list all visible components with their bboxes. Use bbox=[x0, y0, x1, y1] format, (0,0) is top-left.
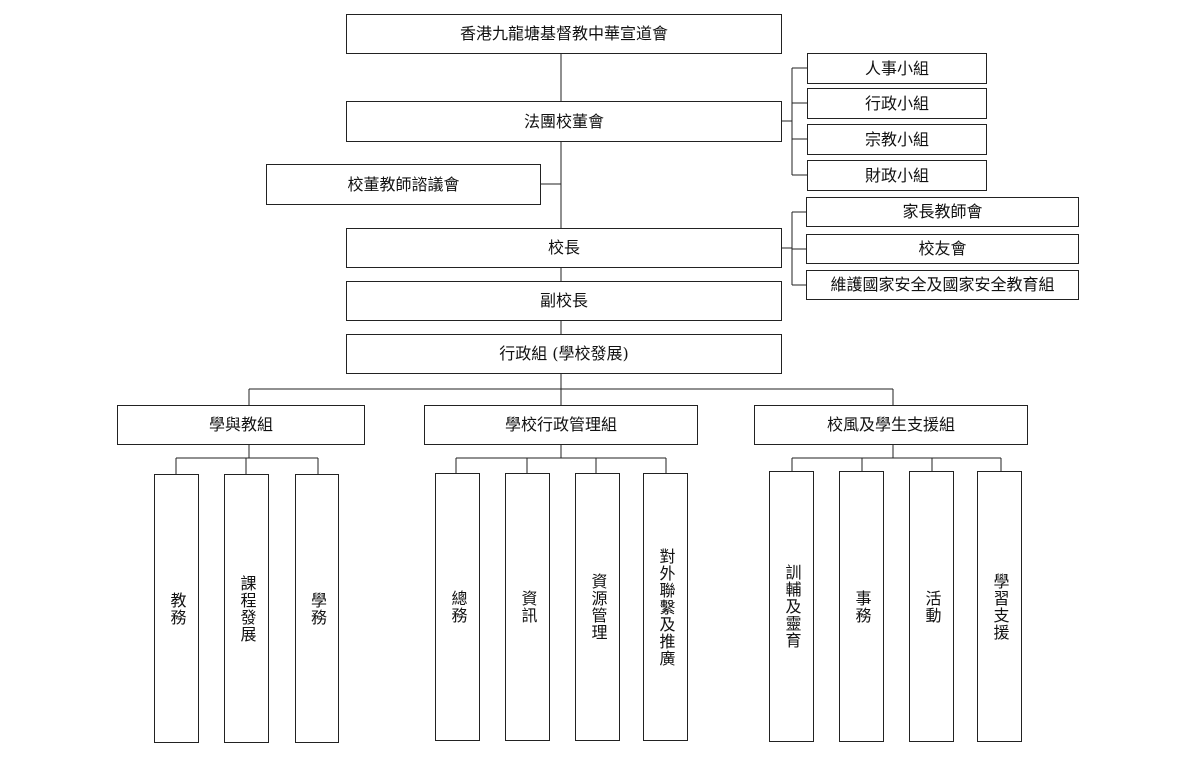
unit-student-affairs: 事務 bbox=[839, 471, 884, 742]
unit-general-affairs: 總務 bbox=[435, 473, 480, 741]
unit-label: 活動 bbox=[922, 589, 942, 624]
unit-activities: 活動 bbox=[909, 471, 954, 742]
unit-resource-management: 資源管理 bbox=[575, 473, 620, 741]
unit-curriculum-development: 課程發展 bbox=[224, 474, 269, 743]
unit-label: 資訊 bbox=[518, 590, 538, 624]
unit-label: 總務 bbox=[448, 590, 468, 624]
admin-group-box: 行政組 (學校發展) bbox=[346, 334, 782, 374]
dept-school-admin: 學校行政管理組 bbox=[424, 405, 698, 445]
teacher-council-box: 校董教師諮議會 bbox=[266, 164, 541, 205]
unit-label: 課程發展 bbox=[237, 574, 257, 643]
unit-label: 教務 bbox=[167, 591, 187, 626]
unit-discipline-guidance: 訓輔及靈育 bbox=[769, 471, 814, 742]
national-security-group-box: 維護國家安全及國家安全教育組 bbox=[806, 270, 1079, 300]
unit-student-learning: 學務 bbox=[295, 474, 339, 743]
alumni-association-box: 校友會 bbox=[806, 234, 1079, 264]
board-group-administration: 行政小組 bbox=[807, 88, 987, 119]
unit-label: 事務 bbox=[852, 589, 872, 624]
unit-label: 訓輔及靈育 bbox=[782, 564, 802, 649]
unit-label: 學習支援 bbox=[990, 572, 1010, 641]
unit-information: 資訊 bbox=[505, 473, 550, 741]
unit-label: 資源管理 bbox=[588, 573, 608, 641]
board-group-finance: 財政小組 bbox=[807, 160, 987, 191]
principal-box: 校長 bbox=[346, 228, 782, 268]
school-board-box: 法團校董會 bbox=[346, 101, 782, 142]
dept-learning-teaching: 學與教組 bbox=[117, 405, 365, 445]
parent-teacher-association-box: 家長教師會 bbox=[806, 197, 1079, 227]
unit-label: 對外聯繫及推廣 bbox=[656, 547, 676, 667]
church-box: 香港九龍塘基督教中華宣道會 bbox=[346, 14, 782, 54]
unit-external-relations: 對外聯繫及推廣 bbox=[643, 473, 688, 741]
board-group-personnel: 人事小組 bbox=[807, 53, 987, 84]
dept-school-ethos-support: 校風及學生支援組 bbox=[754, 405, 1028, 445]
vice-principal-box: 副校長 bbox=[346, 281, 782, 321]
unit-learning-support: 學習支援 bbox=[977, 471, 1022, 742]
unit-academic-affairs: 教務 bbox=[154, 474, 199, 743]
unit-label: 學務 bbox=[308, 591, 327, 626]
board-group-religion: 宗教小組 bbox=[807, 124, 987, 155]
